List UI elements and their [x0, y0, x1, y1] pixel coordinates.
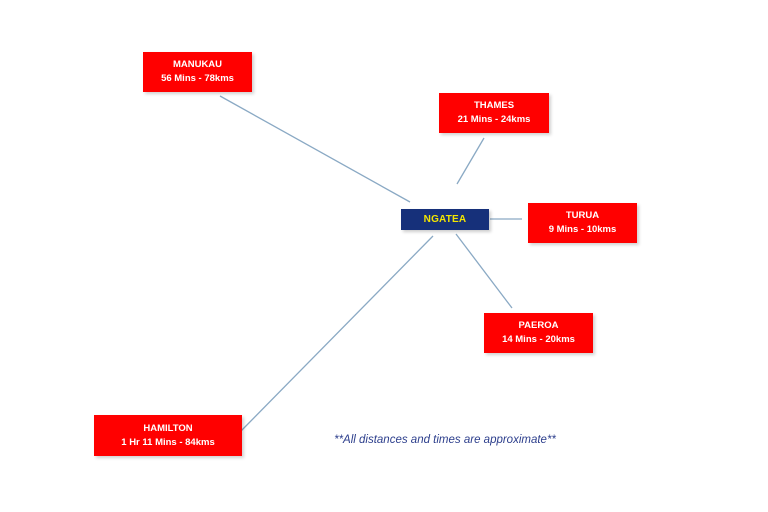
node-thames: THAMES 21 Mins - 24kms — [439, 93, 549, 133]
node-detail: 14 Mins - 20kms — [502, 334, 575, 345]
node-manukau: MANUKAU 56 Mins - 78kms — [143, 52, 252, 92]
footnote: **All distances and times are approximat… — [334, 434, 556, 446]
connector-hamilton — [239, 235, 434, 433]
node-detail: 9 Mins - 10kms — [548, 224, 617, 235]
node-detail: 21 Mins - 24kms — [457, 114, 531, 125]
connector-paeroa — [455, 233, 513, 309]
node-hamilton: HAMILTON 1 Hr 11 Mins - 84kms — [94, 415, 242, 456]
node-detail: 56 Mins - 78kms — [161, 73, 234, 84]
node-name: THAMES — [473, 100, 515, 111]
node-ngatea: NGATEA — [401, 209, 489, 230]
node-name: HAMILTON — [143, 422, 193, 434]
node-name: MANUKAU — [172, 59, 223, 70]
connector-thames — [456, 137, 485, 185]
node-name: PAEROA — [518, 320, 559, 331]
node-name: TURUA — [565, 210, 600, 221]
node-detail: 1 Hr 11 Mins - 84kms — [121, 436, 215, 448]
hub-name: NGATEA — [423, 213, 467, 225]
node-turua: TURUA 9 Mins - 10kms — [528, 203, 637, 243]
connector-manukau — [219, 95, 411, 203]
node-paeroa: PAEROA 14 Mins - 20kms — [484, 313, 593, 353]
